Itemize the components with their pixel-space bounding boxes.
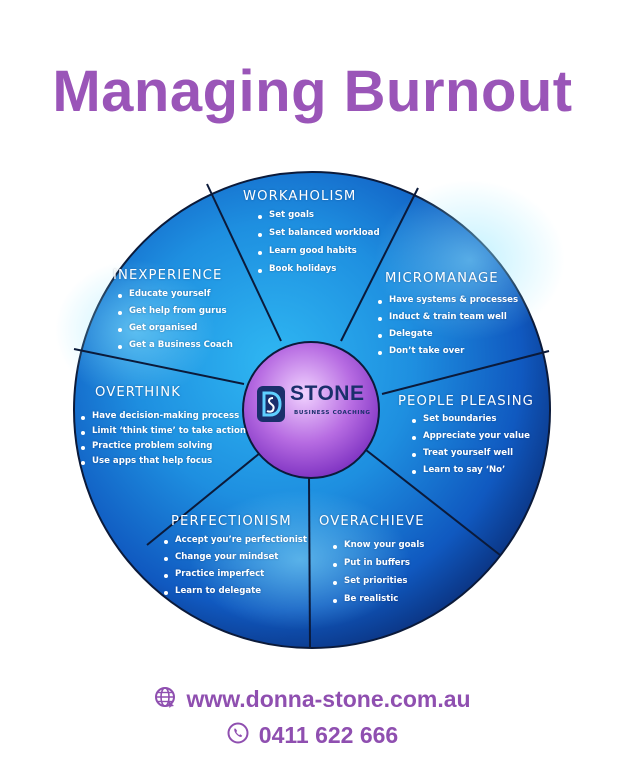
list-item: Set goals — [256, 210, 380, 228]
segment-title: OVERACHIEVE — [319, 514, 425, 529]
list-item: Practice imperfect — [162, 569, 307, 586]
list-item: Have decision-making process — [79, 411, 246, 426]
segment-list: Set goals Set balanced workload Learn go… — [256, 210, 380, 282]
segment-title: INEXPERIENCE — [113, 268, 223, 283]
list-item: Get help from gurus — [116, 306, 233, 323]
wheel-highlight — [375, 180, 565, 340]
center-hub — [242, 341, 380, 479]
list-item: Induct & train team well — [376, 312, 518, 329]
segment-divider — [340, 187, 419, 342]
list-item: Book holidays — [256, 264, 380, 282]
list-item: Practice problem solving — [79, 441, 246, 456]
segment-divider — [308, 474, 311, 649]
segment-divider — [146, 452, 261, 546]
list-item: Appreciate your value — [410, 431, 530, 448]
website-link[interactable]: www.donna-stone.com.au — [186, 686, 471, 712]
segment-divider — [206, 183, 282, 342]
list-item: Educate yourself — [116, 289, 233, 306]
segment-list: Set boundaries Appreciate your value Tre… — [410, 414, 530, 482]
page-title: Managing Burnout — [52, 59, 573, 124]
segment-title: PERFECTIONISM — [171, 514, 292, 529]
segment-title: WORKAHOLISM — [243, 189, 357, 204]
wheel-highlight — [55, 260, 215, 400]
list-item: Treat yourself well — [410, 448, 530, 465]
list-item: Don’t take over — [376, 346, 518, 363]
logo-name: STONE — [290, 382, 365, 405]
list-item: Be realistic — [331, 594, 424, 612]
wheel-highlight — [190, 490, 410, 630]
list-item: Get organised — [116, 323, 233, 340]
list-item: Change your mindset — [162, 552, 307, 569]
logo-tagline: BUSINESS COACHING — [294, 410, 371, 416]
stone-logo: STONE BUSINESS COACHING — [256, 381, 372, 429]
segment-list: Accept you’re perfectionist Change your … — [162, 535, 307, 603]
segment-list: Have systems & processes Induct & train … — [376, 295, 518, 363]
segment-title: OVERTHINK — [95, 385, 181, 400]
segment-divider — [73, 348, 245, 385]
list-item: Set boundaries — [410, 414, 530, 431]
segment-list: Educate yourself Get help from gurus Get… — [116, 289, 233, 357]
list-item: Learn good habits — [256, 246, 380, 264]
segment-divider — [381, 350, 550, 395]
list-item: Accept you’re perfectionist — [162, 535, 307, 552]
list-item: Set priorities — [331, 576, 424, 594]
list-item: Put in buffers — [331, 558, 424, 576]
list-item: Use apps that help focus — [79, 456, 246, 471]
list-item: Learn to say ‘No’ — [410, 465, 530, 482]
ds-monogram-icon — [257, 386, 285, 422]
phone-icon — [227, 722, 249, 749]
list-item: Have systems & processes — [376, 295, 518, 312]
list-item: Set balanced workload — [256, 228, 380, 246]
list-item: Delegate — [376, 329, 518, 346]
list-item: Learn to delegate — [162, 586, 307, 603]
segment-list: Have decision-making process Limit ‘thin… — [79, 411, 246, 471]
phone-line: 0411 622 666 — [0, 722, 625, 749]
phone-number[interactable]: 0411 622 666 — [258, 722, 399, 748]
segment-list: Know your goals Put in buffers Set prior… — [331, 540, 424, 612]
list-item: Limit ‘think time’ to take action — [79, 426, 246, 441]
segment-divider — [365, 449, 501, 556]
website-line: www.donna-stone.com.au — [0, 686, 625, 713]
globe-icon — [154, 686, 176, 713]
list-item: Get a Business Coach — [116, 340, 233, 357]
segment-title: MICROMANAGE — [385, 271, 499, 286]
list-item: Know your goals — [331, 540, 424, 558]
segment-title: PEOPLE PLEASING — [398, 394, 534, 409]
